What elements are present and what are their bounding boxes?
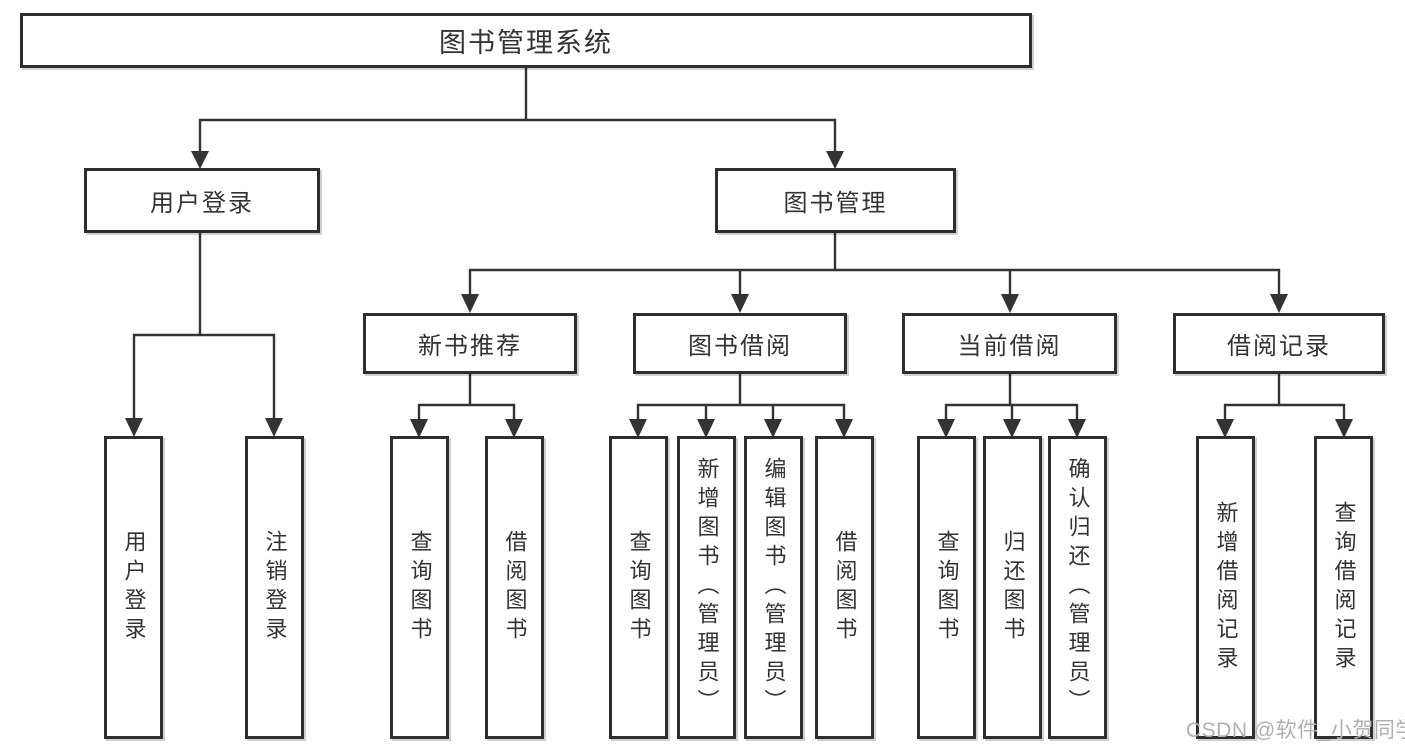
leaf-query-books-rec: 查询图书 xyxy=(390,436,449,739)
node-current-borrow-label: 当前借阅 xyxy=(957,333,1062,360)
connector-book-borrow-to-leaves xyxy=(629,374,853,438)
leaf-add-borrow-record: 新增借阅记录 xyxy=(1196,436,1255,739)
leaf-add-borrow-record-label: 新增借阅记录 xyxy=(1213,500,1239,675)
connector-new-book-rec-to-leaves xyxy=(410,374,523,438)
leaf-borrow-books-rec-label: 借阅图书 xyxy=(502,529,528,646)
node-book-mgmt: 图书管理 xyxy=(715,168,956,233)
leaf-edit-books-admin-label: 编辑图书（管理员） xyxy=(761,457,787,718)
leaf-return-books-label: 归还图书 xyxy=(1000,529,1026,646)
leaf-user-login-label: 用户登录 xyxy=(121,529,147,646)
node-book-mgmt-label: 图书管理 xyxy=(783,190,888,217)
leaf-query-books-current-label: 查询图书 xyxy=(934,529,960,646)
node-root: 图书管理系统 xyxy=(20,13,1032,68)
connector-book-mgmt-to-level3 xyxy=(461,233,1288,313)
leaf-user-login: 用户登录 xyxy=(104,436,163,739)
node-current-borrow: 当前借阅 xyxy=(902,313,1117,374)
node-borrow-records: 借阅记录 xyxy=(1173,313,1385,374)
leaf-borrow-books: 借阅图书 xyxy=(815,436,874,739)
connector-current-borrow-to-leaves xyxy=(937,374,1086,438)
node-user-login: 用户登录 xyxy=(84,168,320,233)
connector-root-to-level2 xyxy=(191,68,844,169)
leaf-return-books: 归还图书 xyxy=(983,436,1042,739)
leaf-query-books-borrow: 查询图书 xyxy=(609,436,668,739)
leaf-add-books-admin: 新增图书（管理员） xyxy=(677,436,736,739)
leaf-add-books-admin-label: 新增图书（管理员） xyxy=(694,457,720,718)
leaf-query-borrow-record: 查询借阅记录 xyxy=(1314,436,1373,739)
leaf-logout-login: 注销登录 xyxy=(245,436,304,739)
leaf-query-books-rec-label: 查询图书 xyxy=(407,529,433,646)
watermark: CSDN @软件_小贺同学 xyxy=(1186,719,1405,742)
node-borrow-records-label: 借阅记录 xyxy=(1227,333,1331,360)
connector-borrow-records-to-leaves xyxy=(1216,374,1353,438)
leaf-query-borrow-record-label: 查询借阅记录 xyxy=(1331,500,1357,675)
node-root-label: 图书管理系统 xyxy=(439,28,613,58)
leaf-confirm-return-admin-label: 确认归还（管理员） xyxy=(1065,457,1091,718)
connector-user-login-to-leaves xyxy=(125,233,283,437)
leaf-confirm-return-admin: 确认归还（管理员） xyxy=(1048,436,1107,739)
node-new-book-rec-label: 新书推荐 xyxy=(418,333,522,360)
node-user-login-label: 用户登录 xyxy=(150,190,254,217)
leaf-borrow-books-rec: 借阅图书 xyxy=(485,436,544,739)
leaf-query-books-current: 查询图书 xyxy=(917,436,976,739)
leaf-edit-books-admin: 编辑图书（管理员） xyxy=(744,436,803,739)
leaf-borrow-books-label: 借阅图书 xyxy=(832,529,858,646)
node-book-borrow: 图书借阅 xyxy=(633,313,847,374)
node-new-book-rec: 新书推荐 xyxy=(363,313,577,374)
leaf-query-books-borrow-label: 查询图书 xyxy=(626,529,652,646)
leaf-logout-login-label: 注销登录 xyxy=(262,529,288,646)
node-book-borrow-label: 图书借阅 xyxy=(688,333,792,360)
